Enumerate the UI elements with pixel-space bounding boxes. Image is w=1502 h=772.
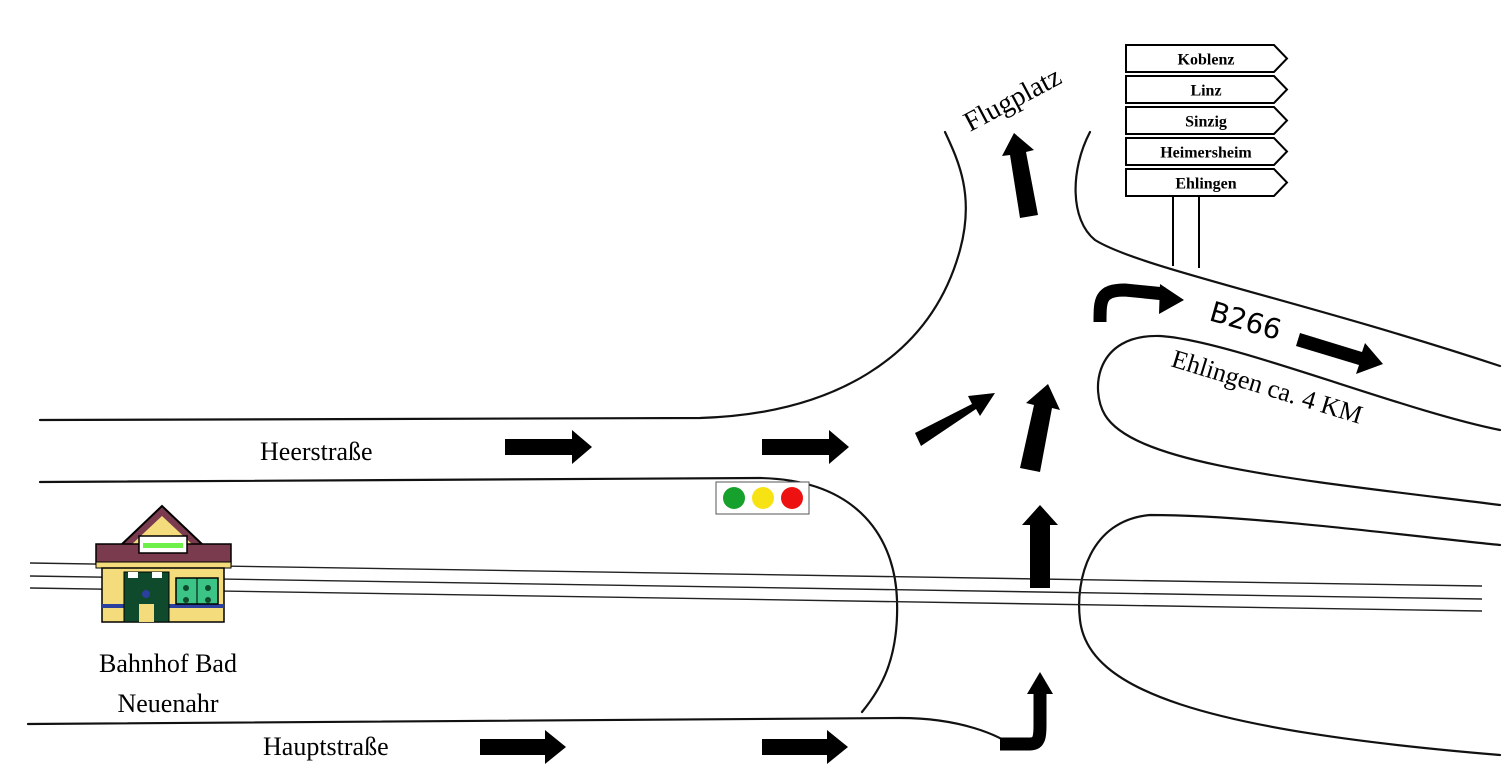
sign-board-ehlingen: Ehlingen	[1125, 168, 1289, 197]
sign-label: Heimersheim	[1160, 145, 1252, 162]
sign-label: Ehlingen	[1175, 176, 1236, 193]
traffic-light-yellow	[752, 487, 774, 509]
sign-board-sinzig: Sinzig	[1125, 106, 1289, 135]
sign-board-heimersheim: Heimersheim	[1125, 137, 1289, 166]
arrow-right-haupt-2	[762, 730, 848, 764]
sign-label: Linz	[1190, 83, 1221, 100]
railway	[29, 562, 1483, 612]
arrow-up-flugplatz	[1002, 133, 1038, 218]
arrow-diagonal	[915, 393, 995, 446]
heerstrasse-upper-edge	[38, 130, 967, 422]
direction-arrows	[480, 133, 1383, 764]
flugplatz-right-edge	[1074, 130, 1502, 368]
arrow-turn-haupt-head	[1027, 672, 1053, 694]
arrow-up-crossing-upper	[1020, 384, 1060, 472]
arrow-right-heer-2	[762, 430, 849, 464]
hauptstrasse-label: Hauptstraße	[263, 732, 389, 761]
road-outlines	[26, 130, 1502, 757]
sign-label: Sinzig	[1185, 114, 1227, 131]
station-label-line2: Neuenahr	[117, 689, 218, 718]
arrow-turn-b266-head	[1159, 284, 1184, 314]
traffic-light-red	[781, 487, 803, 509]
station-label-line1: Bahnhof Bad	[99, 649, 237, 678]
arrow-turn-b266	[1093, 283, 1166, 323]
traffic-light-green	[723, 487, 745, 509]
flugplatz-label: Flugplatz	[959, 61, 1067, 138]
arrow-b266	[1296, 333, 1383, 374]
sign-board-linz: Linz	[1125, 75, 1289, 104]
b266-label: B266	[1206, 295, 1285, 347]
arrow-right-heer-1	[505, 430, 592, 464]
sign-label: Koblenz	[1178, 52, 1235, 69]
arrow-turn-haupt	[1000, 692, 1047, 751]
arrow-up-crossing-lower	[1022, 505, 1058, 588]
heerstrasse-lower-edge	[38, 476, 899, 714]
train-station-icon	[95, 504, 232, 623]
traffic-light	[715, 481, 810, 515]
sign-board-koblenz: Koblenz	[1125, 44, 1289, 73]
heerstrasse-label: Heerstraße	[260, 437, 373, 466]
b266-island-edge	[1096, 334, 1502, 507]
lower-right-edge	[1078, 513, 1502, 757]
arrow-right-haupt-1	[480, 730, 566, 764]
